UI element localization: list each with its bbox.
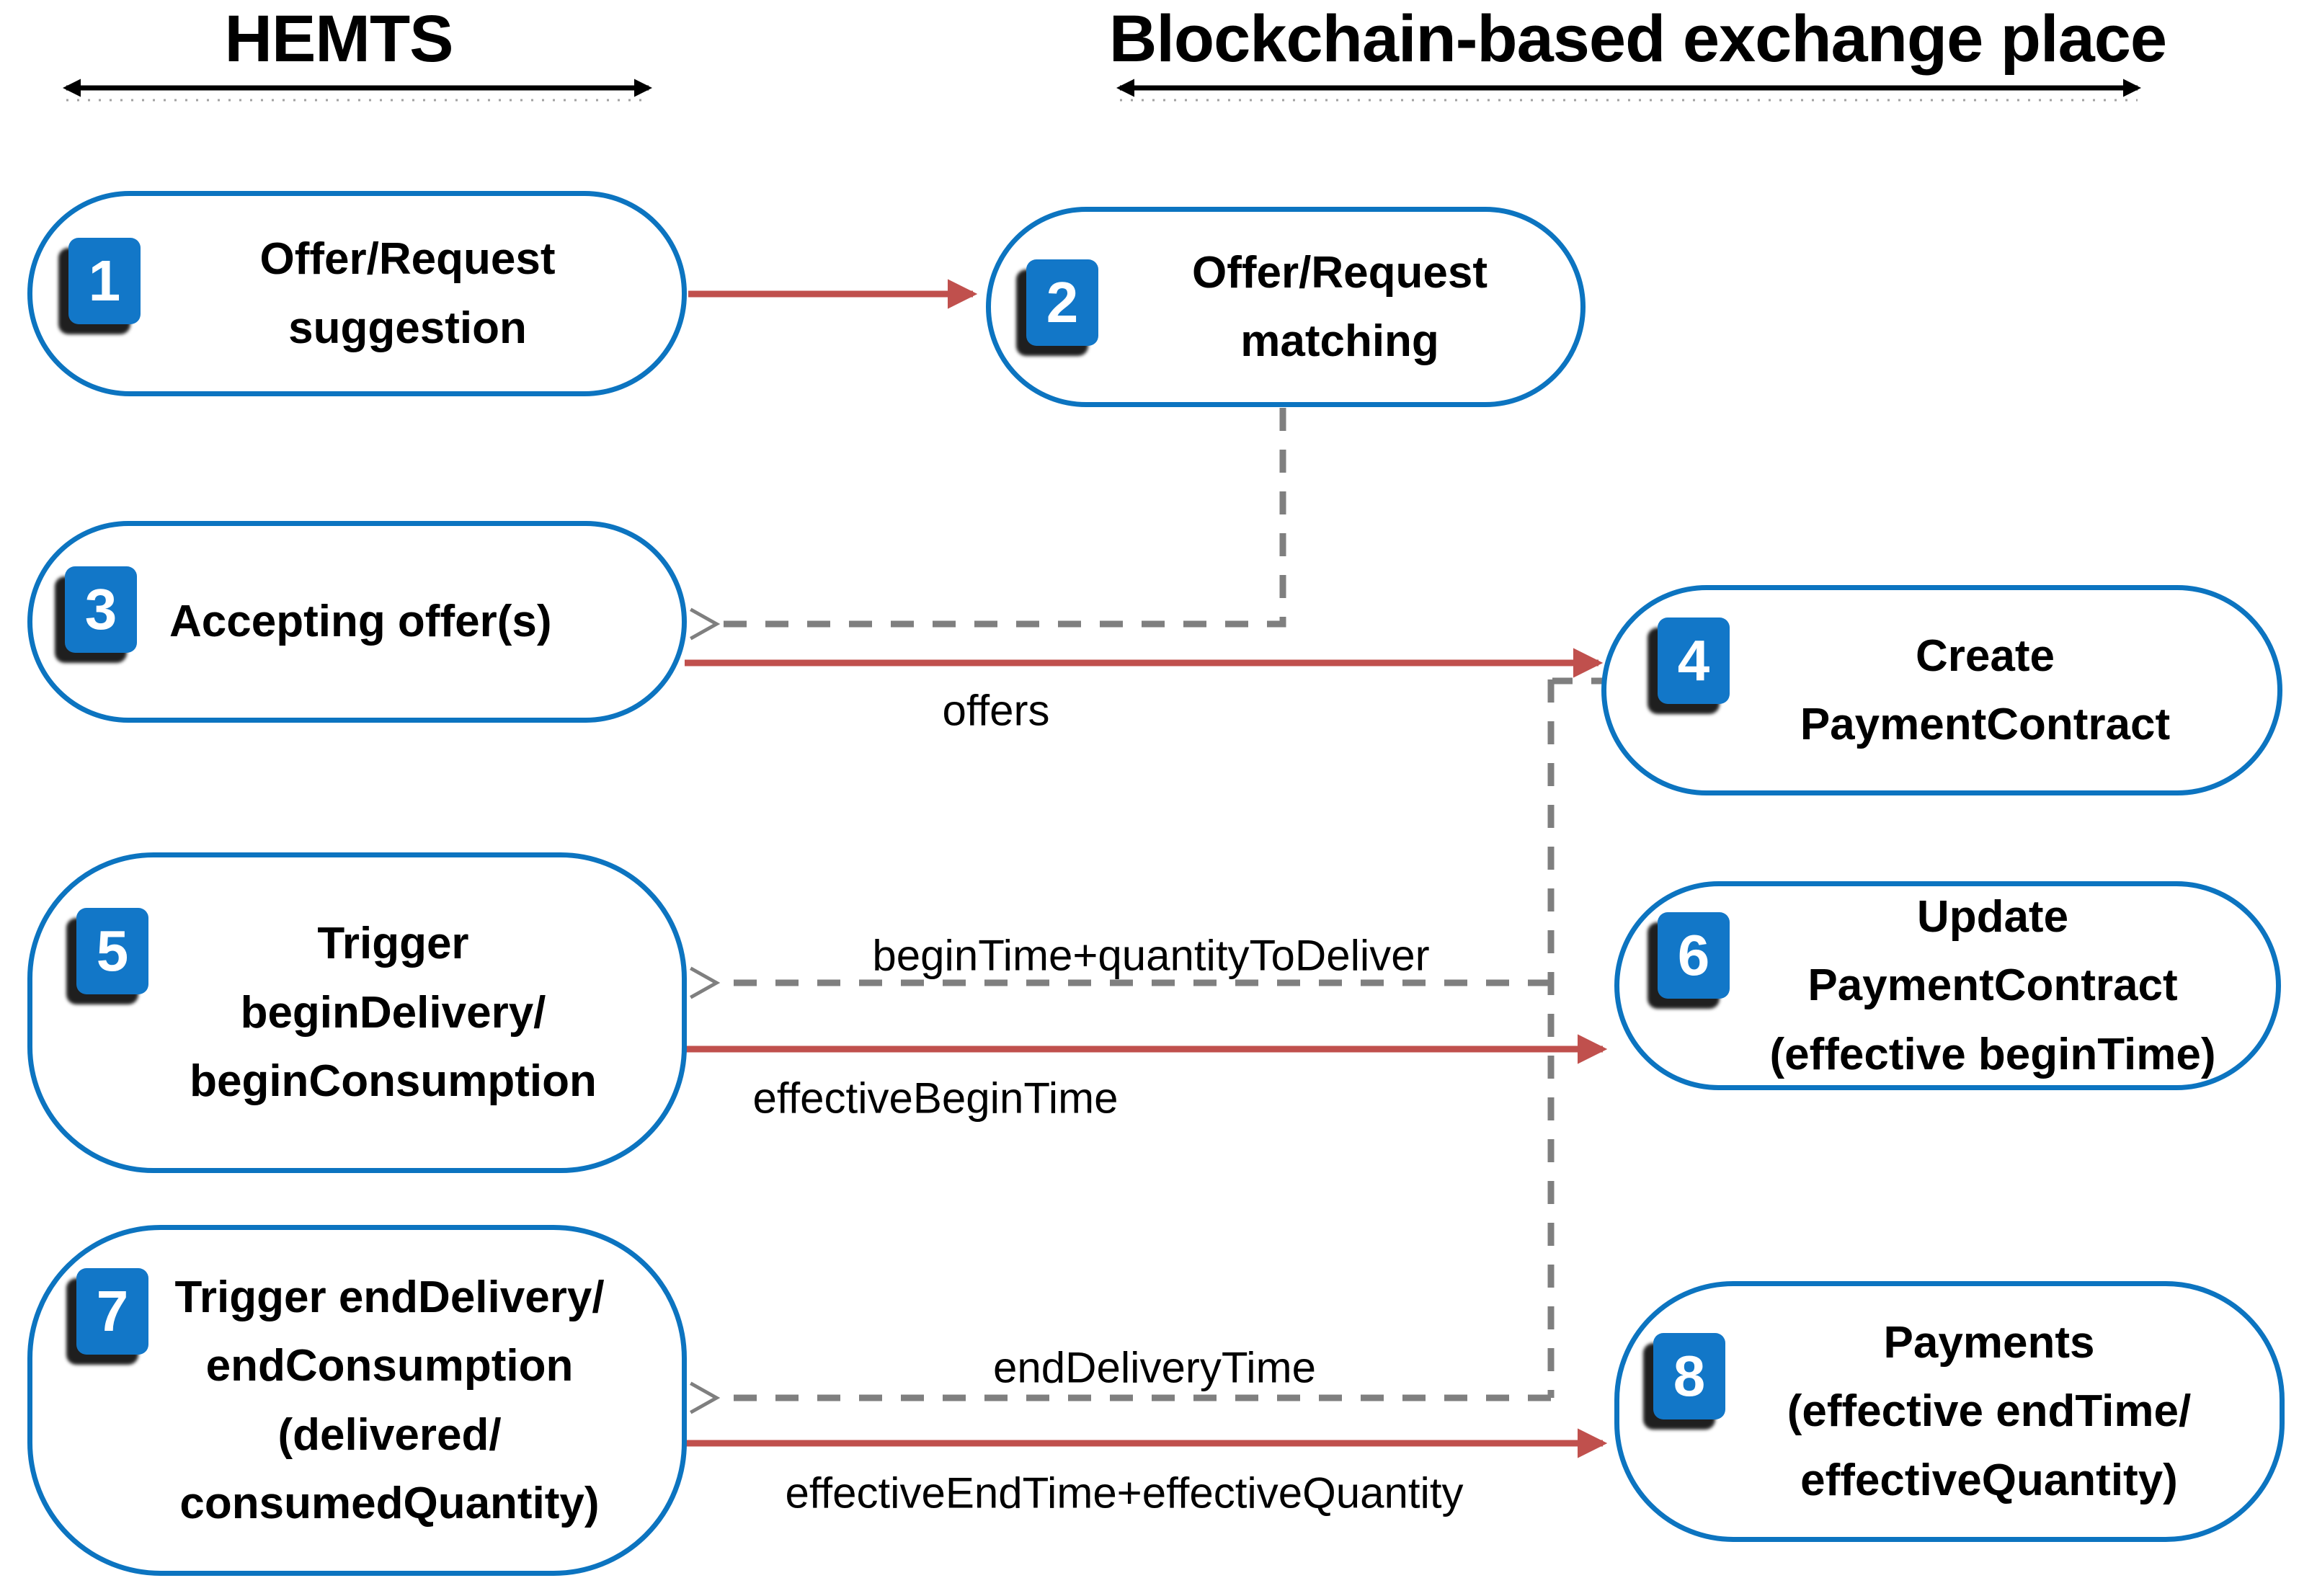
- step-badge-3: 3: [65, 566, 137, 653]
- step-badge-4: 4: [1658, 618, 1730, 704]
- lane-header-blockchain: Blockchain-based exchange place: [1108, 2, 2167, 76]
- edge-label-effective-begintime: effectiveBeginTime: [752, 1074, 1119, 1123]
- node-payments: Payments (effective endTime/ effectiveQu…: [1614, 1281, 2285, 1542]
- node-text-line: suggestion: [288, 303, 527, 353]
- step-badge-7: 7: [76, 1268, 148, 1355]
- step-badge-1: 1: [68, 238, 141, 324]
- node-text-line: Accepting offer(s): [169, 597, 552, 647]
- node-text-line: Trigger: [317, 919, 469, 969]
- node-text-line: Create: [1916, 630, 2055, 681]
- step-badge-8: 8: [1653, 1333, 1725, 1419]
- node-text-line: Payments: [1883, 1317, 2095, 1368]
- edge-label-enddeliverytime: endDeliveryTime: [993, 1343, 1316, 1392]
- node-text-line: (delivered/: [277, 1409, 502, 1460]
- node-text-line: (effective beginTime): [1769, 1029, 2216, 1079]
- node-text-line: PaymentContract: [1800, 700, 2171, 749]
- step-badge-5: 5: [76, 908, 148, 994]
- node-accepting-offers: Accepting offer(s): [27, 521, 687, 723]
- edge-label-offers: offers: [942, 686, 1050, 735]
- arrow-matching-to-accepting: [690, 408, 1286, 641]
- node-text-line: Trigger endDelivery/: [174, 1272, 605, 1322]
- node-text-line: Offer/Request: [1192, 247, 1488, 298]
- node-text-line: Update: [1916, 891, 2069, 942]
- node-trigger-begindelivery: Trigger beginDelivery/ beginConsumption: [27, 852, 687, 1173]
- node-text-line: PaymentContract: [1807, 960, 2178, 1011]
- lane-header-hemts: HEMTS: [224, 2, 454, 76]
- node-text-line: beginConsumption: [190, 1056, 597, 1107]
- node-text-line: matching: [1240, 316, 1439, 366]
- edge-label-effective-endtime: effectiveEndTime+effectiveQuantity: [785, 1468, 1464, 1517]
- node-text-line: (effective endTime/: [1787, 1386, 2192, 1437]
- node-text-line: Offer/Request: [259, 234, 556, 285]
- node-text-line: endConsumption: [205, 1341, 574, 1391]
- node-text-line: beginDelivery/: [240, 987, 546, 1038]
- edge-label-begintime-quantity: beginTime+quantityToDeliver: [872, 931, 1430, 980]
- step-badge-6: 6: [1658, 912, 1730, 999]
- node-text-line: effectiveQuantity): [1800, 1455, 2178, 1505]
- step-badge-2: 2: [1026, 259, 1098, 346]
- node-text-line: consumedQuantity): [179, 1478, 600, 1528]
